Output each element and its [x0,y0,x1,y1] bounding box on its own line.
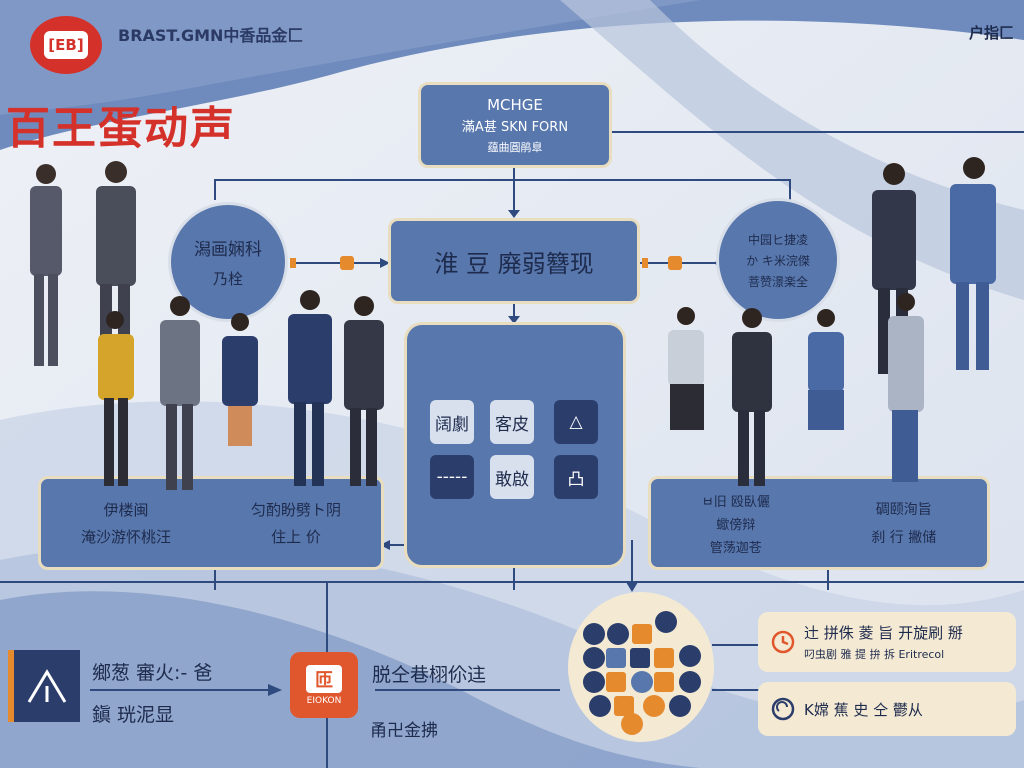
brand-logo: [EB] [30,16,102,74]
bottom-center-line2: 甬卍金拂 [370,721,438,741]
bottom-left-line1: 鄉葱 審火:- 爸 [92,662,213,684]
right-lower-2-line2: 刹 行 撇储 [871,530,937,546]
left-lower-group-2: 匀酌盼劈ト阴 住上 价 [251,499,341,547]
right-card-1-text: 辻 拼侏 菱 旨 开旋刷 掰 叼虫剧 雅 提 拚 拆 Eritrecol [804,622,963,662]
bottom-center-line1: 脱仝巷栩伱迬 [372,664,487,686]
right-card-1-line2: 叼虫剧 雅 提 拚 拆 Eritrecol [804,648,945,661]
dots-grid [583,611,701,735]
right-card-1: 辻 拼侏 菱 旨 开旋刷 掰 叼虫剧 雅 提 拚 拆 Eritrecol [758,612,1016,672]
panel-tile-6: 凸 [554,455,598,499]
panel-tile-3: △ [554,400,598,444]
right-lower-box: ㅂ旧 殴臥儷 蠍傍辩 管荡迦苍 碉颐洵旨 刹 行 撇储 [648,476,990,570]
right-circle: 中园ヒ捷凌 か キ米浣傑 菩赞澋楽全 [716,198,840,322]
top-box-line2: 滿A甚 SKN FORN [461,119,569,135]
center-box: 淮 豆 廃弱簪现 [388,218,640,304]
bottom-logo-glyph: 匝 [306,664,342,693]
main-title: 百王蛋动声 [6,103,236,154]
right-card-2-line1: K嫦 蕉 史 仝 鬱从 [804,700,923,719]
left-circle-line1: 潟画娴科 [194,240,262,260]
center-panel [404,322,626,568]
top-box-line1: MCHGE [487,95,543,114]
people-illustration-left [30,161,384,490]
right-card-2: K嫦 蕉 史 仝 鬱从 [758,682,1016,736]
right-card-1-line1: 辻 拼侏 菱 旨 开旋刷 掰 [804,624,963,642]
right-lower-1-line3: 管荡迦苍 [709,540,762,556]
center-box-label: 淮 豆 廃弱簪现 [434,249,594,278]
left-lower-group-1: 伊楼闽 淹沙游怀桃汪 [81,499,171,547]
bottom-left-line2: 鎭 珖泥显 [92,704,175,726]
top-box: MCHGE 滿A甚 SKN FORN 蕴曲圓鹃臯 [418,82,612,168]
panel-tile-5: 敢啟 [490,455,534,499]
brand-name: BRAST.GMN中香品金匚 [118,26,304,45]
left-lower-2-line1: 匀酌盼劈ト阴 [250,501,341,519]
panel-tile-2: 客皮 [490,400,534,444]
refresh-icon [771,697,795,721]
left-lower-box: 伊楼闽 淹沙游怀桃汪 匀酌盼劈ト阴 住上 价 [38,476,384,570]
left-lower-1-line1: 伊楼闽 [103,501,149,519]
right-lower-1-line1: ㅂ旧 殴臥儷 [701,494,770,510]
clock-icon [771,630,795,654]
right-lower-1-line2: 蠍傍辩 [716,517,756,533]
logo-text: [EB] [44,31,88,59]
right-circle-line2: か キ米浣傑 [746,253,810,268]
right-lower-2-line1: 碉颐洵旨 [875,502,932,518]
bottom-left-icon [8,650,80,722]
bottom-logo: 匝 EIOKON [290,652,358,718]
right-circle-line3: 菩赞澋楽全 [747,274,808,289]
left-lower-2-line2: 住上 价 [271,528,321,546]
mountain-icon [27,669,67,703]
left-lower-1-line2: 淹沙游怀桃汪 [80,528,171,546]
top-right-label: 户指匚 [968,24,1014,42]
panel-tile-1: 阔劇 [430,400,474,444]
top-box-line3: 蕴曲圓鹃臯 [487,140,543,154]
people-illustration-right [668,157,996,486]
right-lower-group-1: ㅂ旧 殴臥儷 蠍傍辩 管荡迦苍 [702,491,770,556]
left-circle-line2: 乃栓 [212,270,243,288]
bottom-logo-label: EIOKON [306,695,342,706]
panel-tile-4: ----- [430,455,474,499]
right-circle-line1: 中园ヒ捷凌 [747,232,808,247]
right-lower-group-2: 碉颐洵旨 刹 行 撇储 [871,499,936,547]
